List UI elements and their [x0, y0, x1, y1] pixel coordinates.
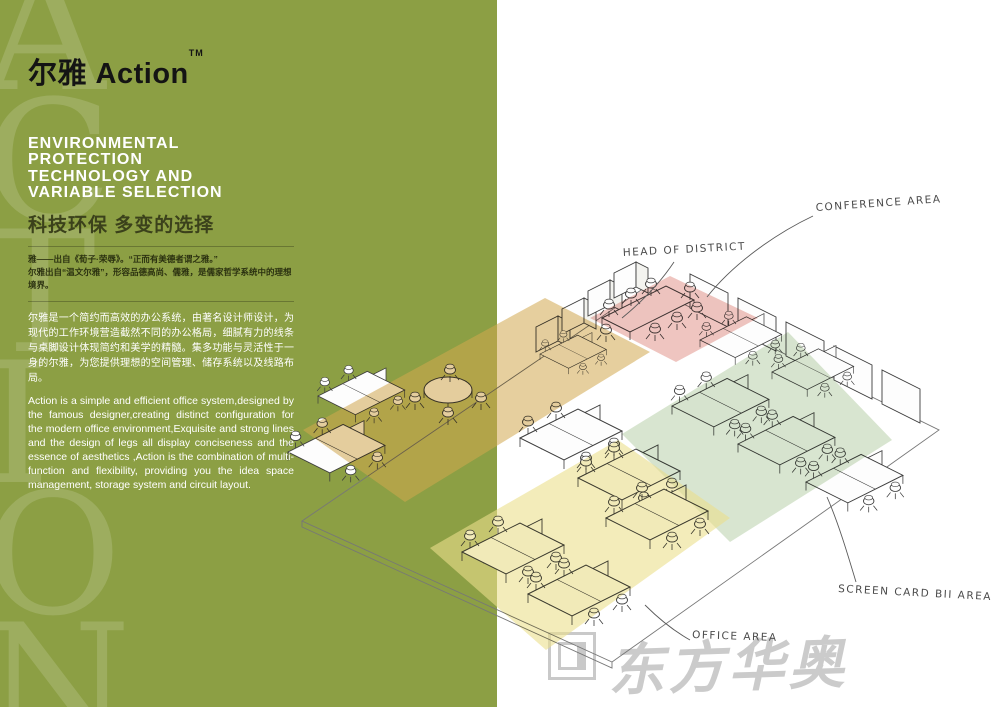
action-watermark-letters: A C T I O N — [0, 0, 131, 707]
brand-title: 尔雅 ActionTM — [28, 48, 294, 92]
headline-cn: 科技环保 多变的选择 — [28, 214, 215, 236]
label-conference-area: CONFERENCE AREA — [815, 193, 942, 214]
watermark-letter: O — [0, 457, 122, 654]
annotation-lines — [621, 215, 857, 641]
brand-name: 尔雅 Action — [28, 58, 189, 90]
label-head-of-district: HEAD OF DISTRICT — [623, 241, 747, 259]
quote-line: 尔雅出自“温文尔雅”，形容品德高尚、儒雅，是儒家哲学系统中的理想境界。 — [28, 267, 292, 291]
watermark-letter: C — [0, 64, 113, 261]
partition-panel — [881, 369, 921, 424]
description-cn: 尔雅是一个简约而高效的办公系统，由著名设计师设计，为现代的工作环境营造截然不同的… — [28, 313, 294, 385]
trademark-symbol: TM — [188, 48, 204, 58]
head-leader-line — [621, 261, 675, 319]
headline-en: ENVIRONMENTAL PROTECTION TECHNOLOGY AND … — [28, 135, 294, 202]
divider — [28, 245, 294, 247]
office-leader-line — [644, 604, 691, 641]
description-en: Action is a simple and efficient office … — [28, 395, 294, 491]
label-screen-card-area: SCREEN CARD BII AREA — [838, 583, 992, 603]
headline-line: PROTECTION — [28, 151, 143, 169]
headline-line: VARIABLE SELECTION — [28, 184, 223, 202]
sidebar-panel: A C T I O N — [0, 0, 497, 707]
screen-leader-line — [826, 496, 857, 583]
quote-block: 雅——出自《荀子·荣辱》。“正而有美德者谓之雅。” 尔雅出自“温文尔雅”，形容品… — [28, 253, 294, 293]
zone-conference — [590, 276, 758, 362]
zone-screen — [622, 332, 892, 542]
sidebar-content: 尔雅 ActionTM ENVIRONMENTAL PROTECTION TEC… — [28, 48, 294, 492]
conference-leader-line — [706, 215, 814, 298]
headline-line: TECHNOLOGY AND — [28, 167, 194, 185]
watermark-letter: T — [0, 195, 97, 392]
zone-overlays — [303, 276, 892, 650]
headline-line: ENVIRONMENTAL — [28, 135, 180, 152]
zone-reception — [303, 298, 650, 502]
label-office-area: OFFICE AREA — [692, 629, 778, 644]
divider — [28, 301, 294, 303]
zone-office — [430, 440, 730, 650]
watermark-letter: I — [0, 326, 51, 523]
quote-line: 雅——出自《荀子·荣辱》。“正而有美德者谓之雅。” — [28, 253, 218, 264]
watermark-letter: A — [0, 0, 106, 129]
